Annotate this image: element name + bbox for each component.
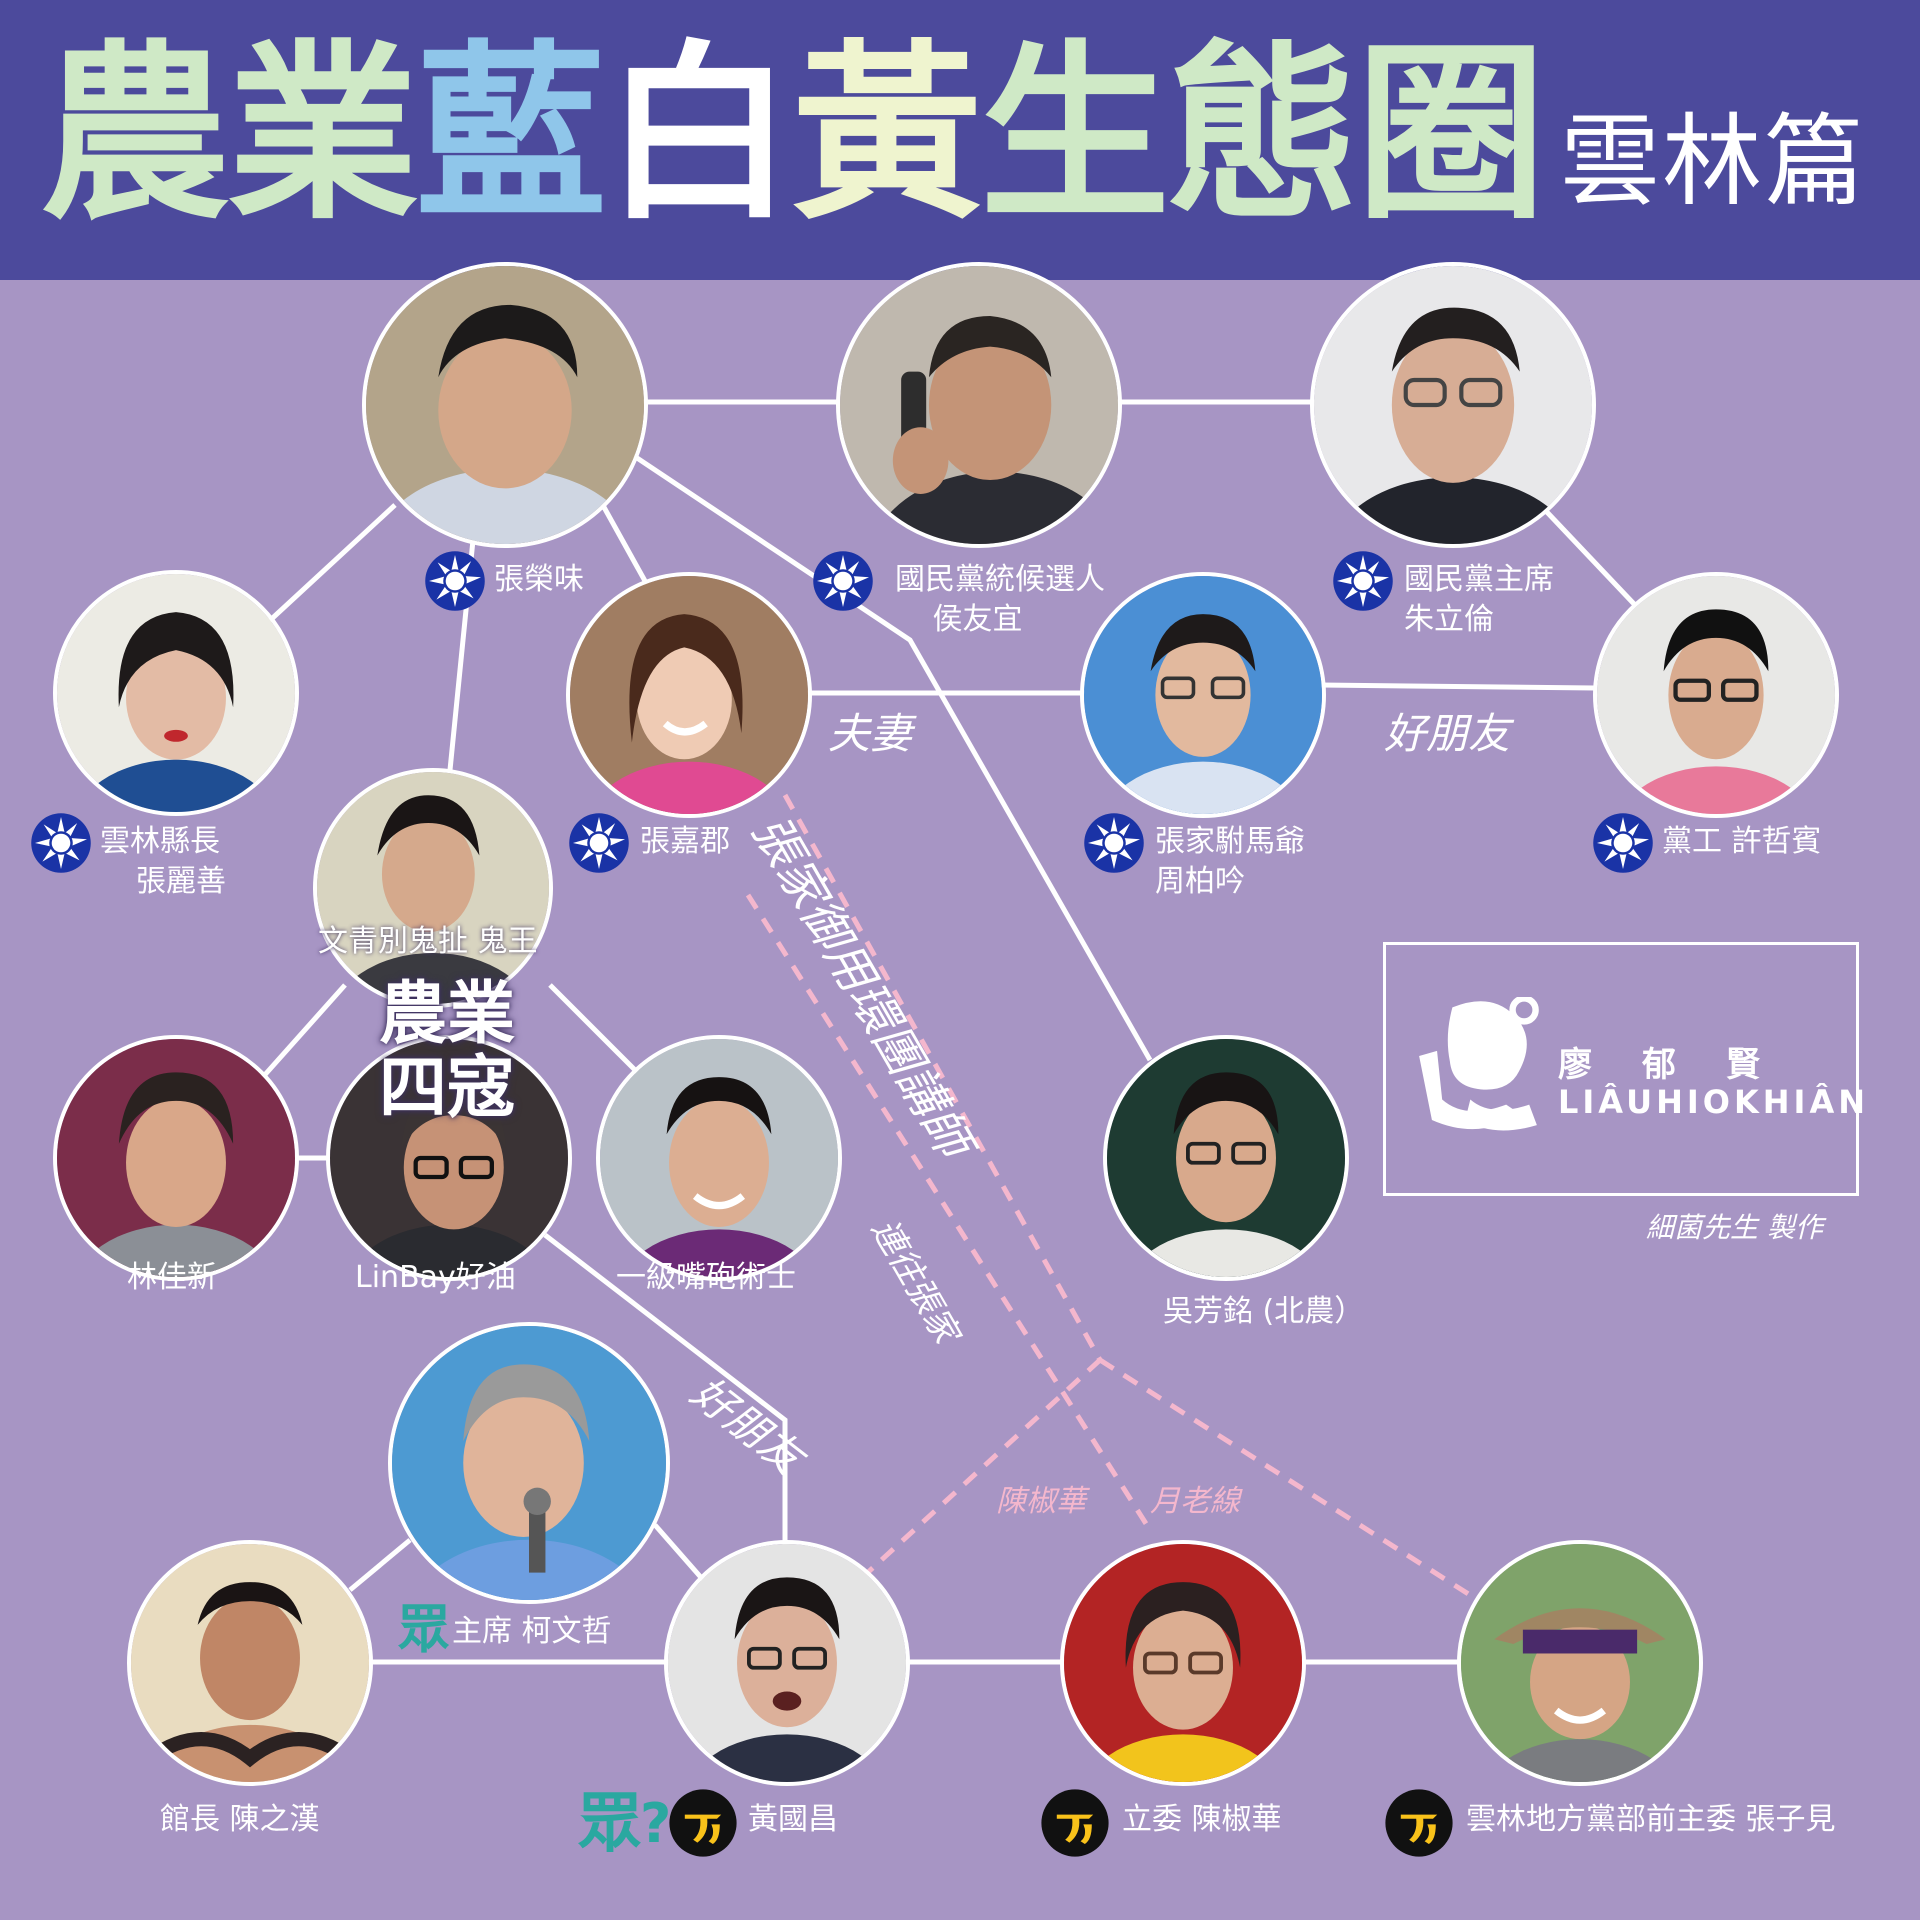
avatar-xu-zhebin	[1593, 572, 1839, 818]
dashed-chen-jiaohua-line	[863, 1358, 1102, 1577]
title-char-2: 業	[228, 24, 419, 245]
label-zhang-rongwei: 張榮味	[494, 562, 584, 597]
label-zhanglishan-title: 雲林縣長	[100, 824, 220, 859]
link-linbay-huang	[543, 1233, 788, 1548]
label-guiwang: 文青別鬼扯 鬼王	[318, 924, 538, 959]
relation-chen-jiaohua-line: 陳椒華	[996, 1484, 1086, 1519]
label-ke-wenzhe: 主席 柯文哲	[452, 1614, 612, 1649]
title-char-8: 圈	[1356, 24, 1547, 245]
label-hou-title: 國民黨統候選人	[895, 562, 1105, 597]
avatar-linbay	[326, 1035, 572, 1281]
link-ko-chen	[348, 1538, 412, 1592]
label-zhu-name: 朱立倫	[1404, 602, 1494, 637]
label-zhu-title: 國民黨主席	[1404, 562, 1554, 597]
label-lin-jiaxin: 林佳新	[127, 1260, 217, 1295]
avatar-huang-guochang	[664, 1540, 910, 1786]
avatar-zhou-boyin	[1080, 572, 1326, 818]
label-xu-zhebin: 黨工 許哲賓	[1662, 824, 1822, 859]
kmt-emblem-icon	[1084, 813, 1144, 873]
link-ko-huang	[653, 1523, 707, 1584]
label-linbay: LinBay好油	[355, 1260, 516, 1295]
avatar-chen-zhihan	[127, 1540, 373, 1786]
avatar-zhang-jiajun	[566, 572, 812, 818]
kmt-emblem-icon	[1593, 813, 1653, 873]
author-name-romanized: LIÂUHIOKHIÂN	[1558, 1083, 1869, 1121]
tpp-logo-icon: 眾	[578, 1787, 642, 1861]
group-label-four-bandits: 農業 四寇	[372, 978, 522, 1126]
avatar-zhu-lilun	[1310, 262, 1596, 548]
avatar-guiwang	[313, 768, 553, 1008]
link-zhang-zhanglishan	[263, 503, 397, 627]
title-char-4: 白	[604, 24, 795, 245]
label-zhou-title: 張家駙馬爺	[1155, 824, 1305, 859]
dashed-lecturer-line	[782, 793, 1103, 1362]
link-guiwang-yiji	[548, 983, 642, 1077]
label-hou-name: 侯友宜	[932, 602, 1023, 637]
title-char-6: 生	[980, 24, 1171, 245]
relation-couple: 夫妻	[828, 709, 913, 758]
label-yiji: 一級嘴砲術士	[616, 1260, 796, 1295]
link-zhang-wu	[623, 447, 1153, 1062]
title-char-7: 態	[1168, 24, 1359, 245]
link-friends-zhou-xu	[1319, 682, 1596, 691]
kmt-emblem-icon	[813, 551, 873, 611]
kmt-emblem-icon	[569, 813, 629, 873]
label-huang-guochang: 黃國昌	[748, 1802, 838, 1837]
label-wu-fangming: 吳芳銘 (北農）	[1163, 1294, 1365, 1329]
avatar-zhang-lishan	[53, 570, 299, 816]
relation-matchmaker-line: 月老線	[1150, 1484, 1240, 1519]
link-zhang-jiajun	[597, 498, 653, 592]
subtitle: 雲林篇	[1560, 103, 1866, 220]
kmt-emblem-icon	[425, 551, 485, 611]
avatar-zhang-rongwei	[362, 262, 648, 548]
group-label-line-1: 農業	[378, 975, 515, 1054]
link-guiwang-lin	[260, 983, 347, 1080]
npp-logo-icon	[1041, 1789, 1109, 1857]
label-zhanglishan-name: 張麗善	[136, 864, 226, 899]
label-chen-zhihan: 館長 陳之漢	[160, 1802, 320, 1837]
title-char-1: 農	[40, 24, 231, 245]
dashed-matchmaker-line	[1098, 1357, 1472, 1598]
title-char-5: 黃	[792, 24, 983, 245]
avatar-ke-wenzhe	[388, 1322, 670, 1604]
link-zhu-xu	[1543, 508, 1637, 607]
label-chen-jiaohua: 立委 陳椒華	[1122, 1802, 1282, 1837]
label-zhou-name: 周柏吟	[1155, 864, 1245, 899]
label-zhang-jiajun: 張嘉郡	[640, 824, 730, 859]
avatar-zhang-zijian	[1457, 1540, 1703, 1786]
kmt-emblem-icon	[31, 813, 91, 873]
npp-logo-icon	[669, 1789, 737, 1857]
group-label-line-2: 四寇	[378, 1049, 515, 1128]
avatar-hou-youyi	[836, 262, 1122, 548]
title-char-3: 藍	[416, 24, 607, 245]
dashed-frequent-line	[745, 893, 1153, 1532]
tpp-logo-icon: 眾	[398, 1600, 451, 1660]
label-zhang-zijian: 雲林地方黨部前主委 張子見	[1466, 1802, 1836, 1837]
avatar-yiji	[596, 1035, 842, 1281]
question-mark: ?	[640, 1792, 672, 1855]
avatar-lin-jiaxin	[53, 1035, 299, 1281]
kmt-emblem-icon	[1333, 551, 1393, 611]
npp-logo-icon	[1385, 1789, 1453, 1857]
relation-friends-zhou-xu: 好朋友	[1384, 709, 1511, 758]
credit-text: 細菌先生 製作	[1646, 1211, 1823, 1244]
title-banner: 農業藍白黃生態圈 雲林篇	[0, 0, 1920, 280]
portrait-logo-icon	[1419, 997, 1539, 1131]
avatar-wu-fangming	[1103, 1035, 1349, 1281]
avatar-chen-jiaohua	[1060, 1540, 1306, 1786]
author-logo: 廖郁賢 LIÂUHIOKHIÂN	[1383, 942, 1865, 1196]
author-name: 廖郁賢	[1558, 1045, 1810, 1085]
